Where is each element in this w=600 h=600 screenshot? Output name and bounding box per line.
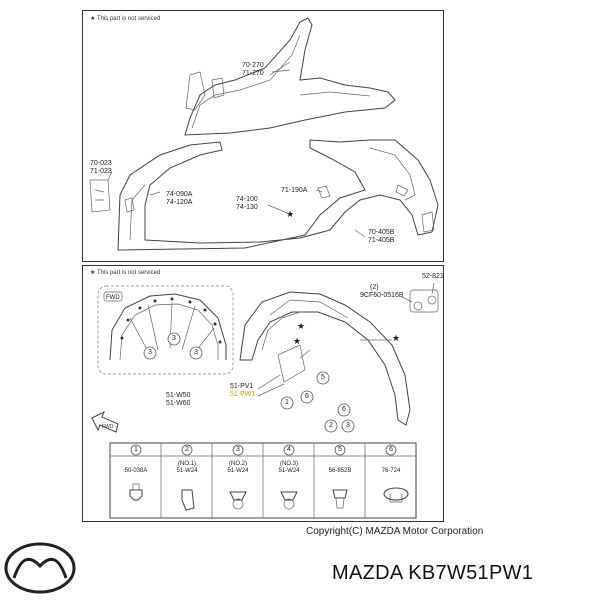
callout-circles — [143, 332, 355, 433]
label-71-190A: 71-190A — [281, 187, 308, 194]
detail-view-box — [97, 285, 234, 375]
copyright-text: Copyright(C) MAZDA Motor Corporation — [306, 526, 484, 537]
fastener-spec: (NO.1) — [178, 461, 196, 467]
side-frame-upper-drawing — [184, 17, 396, 136]
label-51-W50: 51-W50 — [166, 392, 191, 399]
star-marker: ★ — [293, 336, 302, 346]
fastener-part-no: 56-852B — [328, 468, 352, 474]
label-71-023: 71-023 — [90, 168, 112, 175]
side-frame-lower-drawing — [89, 139, 439, 251]
label-74-090A: 74-090A — [166, 191, 193, 198]
fastener-number: 3 — [236, 446, 240, 453]
label-qty-2: (2) — [370, 284, 379, 291]
label-9CF60-0516B: 9CF60-0516B — [360, 292, 404, 299]
svg-text:FWD: FWD — [102, 424, 114, 430]
not-serviced-note-top: ★ This part is not serviced — [90, 16, 161, 22]
label-70-405B: 70-405B — [368, 229, 395, 236]
bottom-leader-lines — [257, 282, 435, 397]
label-51-PW1-highlighted: 51-PW1 — [230, 391, 256, 398]
label-51-PV1: 51-PV1 — [230, 383, 254, 390]
star-marker: ★ — [286, 209, 295, 219]
fastener-part-no: 76-724 — [381, 468, 401, 474]
label-74-130: 74-130 — [236, 204, 258, 211]
callout-number: 5 — [321, 374, 325, 381]
not-serviced-note-bottom: ★ This part is not serviced — [90, 270, 161, 276]
top-leader-lines — [107, 69, 366, 238]
callout-number: 3 — [148, 349, 152, 356]
fastener-part-no: 51-W24 — [176, 468, 198, 474]
fastener-number: 4 — [287, 446, 291, 453]
top-diagram-frame — [82, 10, 444, 262]
callout-number: 3 — [346, 422, 350, 429]
label-71-270: 71-270 — [242, 70, 264, 77]
fastener-number: 2 — [185, 446, 189, 453]
callout-number: 6 — [342, 406, 346, 413]
fastener-number: 5 — [338, 446, 342, 453]
label-70-023: 70-023 — [90, 160, 112, 167]
callout-number: 3 — [194, 349, 198, 356]
fwd-arrow-icon: FWD — [91, 410, 119, 433]
fastener-table — [109, 442, 417, 519]
fastener-part-no: 50-038A — [124, 468, 148, 474]
bottom-diagram-frame — [82, 265, 444, 522]
fastener-spec: (NO.3) — [280, 461, 298, 467]
part-number-title: MAZDA KB7W51PW1 — [332, 562, 534, 584]
fastener-part-no: 51-W24 — [227, 468, 249, 474]
callout-number: 1 — [285, 399, 289, 406]
callout-number: 6 — [305, 393, 309, 400]
callout-number: 2 — [329, 422, 333, 429]
wheel-arch-detail-drawing — [103, 291, 227, 361]
label-51-W60: 51-W60 — [166, 400, 191, 407]
fastener-number: 1 — [134, 446, 138, 453]
fastener-number: 6 — [389, 446, 393, 453]
mazda-logo-icon — [4, 542, 76, 594]
label-52-821: 52-821 — [422, 273, 444, 280]
fastener-spec: (NO.2) — [229, 461, 247, 467]
label-70-270: 70-270 — [242, 62, 264, 69]
label-fwd: FWD — [106, 295, 120, 301]
callout-number: 3 — [172, 335, 176, 342]
label-74-120A: 74-120A — [166, 199, 193, 206]
star-marker: ★ — [392, 333, 401, 343]
label-71-405B: 71-405B — [368, 237, 395, 244]
star-marker: ★ — [297, 321, 306, 331]
wheel-arch-moulding-drawing — [239, 289, 439, 426]
fastener-part-no: 51-W24 — [278, 468, 300, 474]
label-74-100: 74-100 — [236, 196, 258, 203]
